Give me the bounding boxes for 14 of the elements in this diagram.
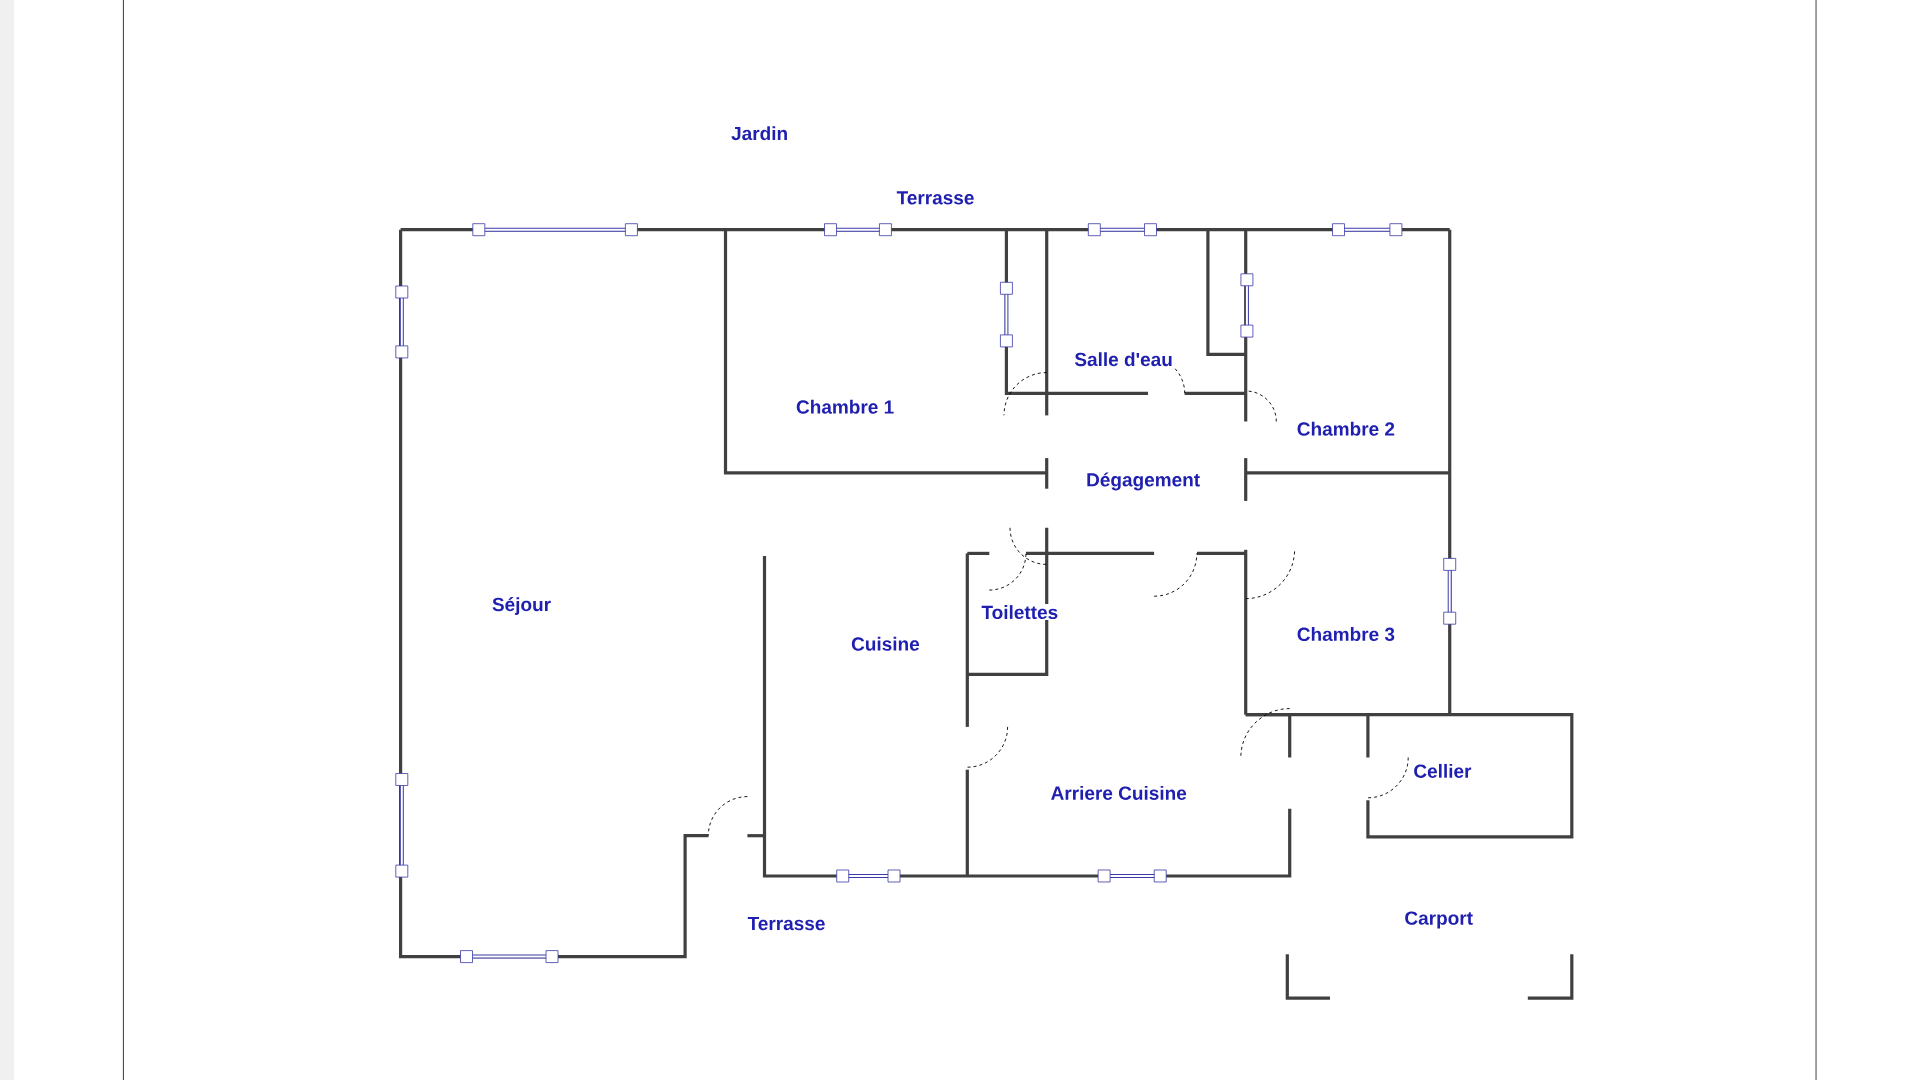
room-label: Chambre 2 — [1295, 420, 1396, 437]
room-label: Chambre 1 — [795, 398, 896, 415]
room-label: Chambre 3 — [1295, 626, 1396, 643]
room-label: Terrasse — [746, 915, 827, 932]
room-label: Terrasse — [895, 190, 976, 206]
room-label: Arriere Cuisine — [1049, 784, 1188, 801]
room-label: Carport — [1403, 910, 1474, 930]
room-label: Cellier — [1412, 762, 1473, 779]
room-label: Salle d'eau — [1073, 351, 1174, 368]
room-label: Toilettes — [980, 604, 1060, 621]
room-label: Jardin — [730, 125, 790, 142]
room-label: Séjour — [490, 596, 553, 616]
room-label: Dégagement — [1085, 471, 1202, 492]
room-label: Cuisine — [850, 635, 921, 652]
